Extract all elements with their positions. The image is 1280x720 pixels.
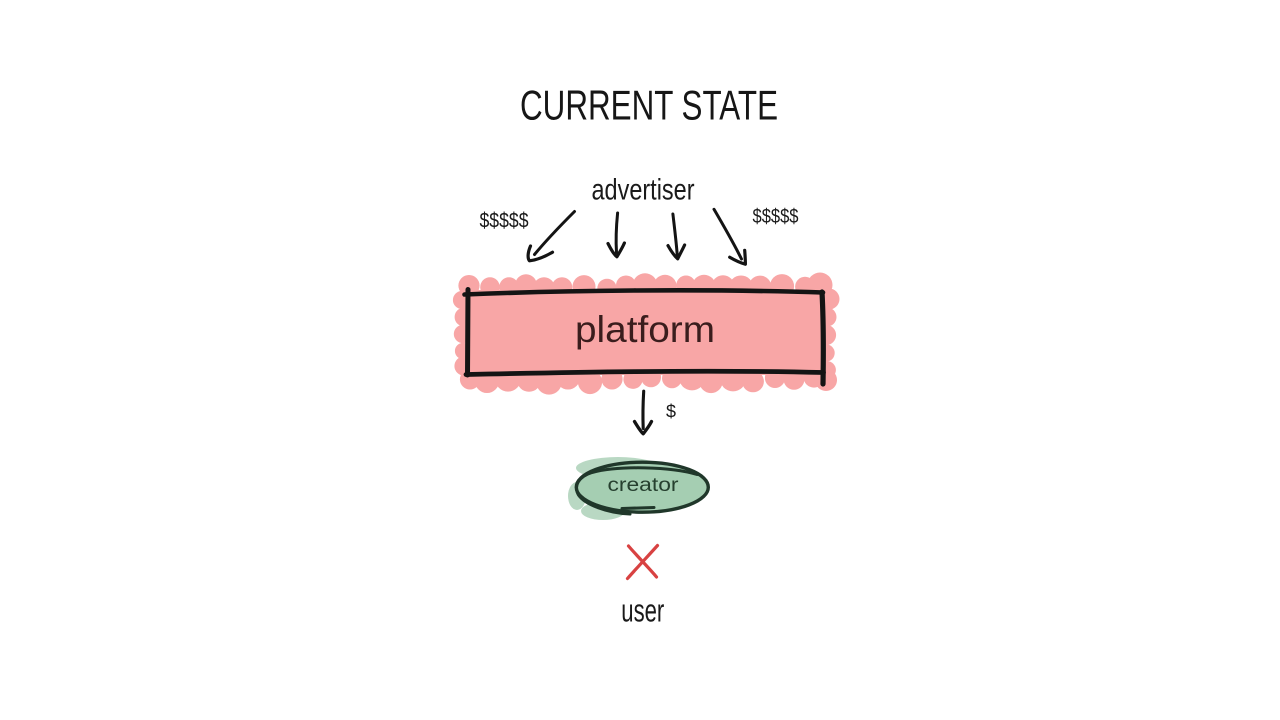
svg-text:$: $ (666, 402, 676, 422)
svg-text:CURRENT STATE: CURRENT STATE (520, 82, 778, 129)
svg-text:platform: platform (575, 309, 715, 350)
svg-text:$$$$$: $$$$$ (480, 210, 529, 233)
svg-text:$$$$$: $$$$$ (753, 206, 799, 228)
svg-text:user: user (621, 593, 664, 629)
svg-text:creator: creator (608, 475, 680, 496)
svg-text:advertiser: advertiser (592, 174, 695, 207)
